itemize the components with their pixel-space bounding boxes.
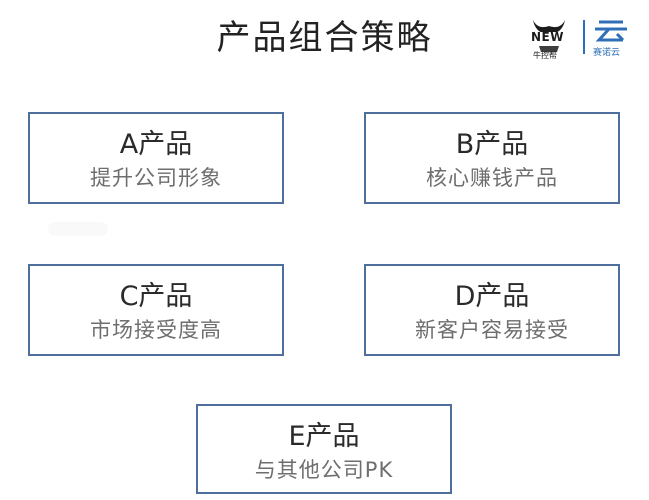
new-logo: NEW 牛控帮 bbox=[527, 14, 571, 60]
background-smudge bbox=[48, 222, 108, 236]
product-subtitle: 新客户容易接受 bbox=[415, 318, 569, 342]
product-box-c: C产品 市场接受度高 bbox=[28, 264, 284, 356]
product-title: A产品 bbox=[119, 129, 193, 160]
bull-horns-logo-icon bbox=[533, 20, 565, 52]
product-subtitle: 提升公司形象 bbox=[90, 166, 222, 190]
page-title: 产品组合策略 bbox=[216, 18, 433, 58]
product-subtitle: 核心赚钱产品 bbox=[426, 166, 558, 190]
product-box-d: D产品 新客户容易接受 bbox=[364, 264, 620, 356]
cloud-logo-text: 赛诺云 bbox=[593, 48, 621, 58]
brand-logo-text: 牛控帮 bbox=[533, 51, 557, 60]
product-title: D产品 bbox=[454, 281, 530, 312]
logo-divider bbox=[583, 20, 585, 54]
brand-logo-area: NEW 牛控帮 赛诺云 bbox=[527, 14, 637, 60]
product-box-b: B产品 核心赚钱产品 bbox=[364, 112, 620, 204]
product-subtitle: 与其他公司PK bbox=[254, 458, 394, 482]
product-subtitle: 市场接受度高 bbox=[90, 318, 222, 342]
product-box-a: A产品 提升公司形象 bbox=[28, 112, 284, 204]
product-title: C产品 bbox=[119, 281, 193, 312]
cloud-logo: 赛诺云 bbox=[589, 14, 637, 60]
cloud-logo-icon bbox=[595, 20, 627, 42]
new-logo-text: NEW bbox=[531, 30, 564, 44]
product-title: B产品 bbox=[455, 129, 529, 160]
product-box-e: E产品 与其他公司PK bbox=[196, 404, 452, 494]
product-title: E产品 bbox=[288, 421, 360, 452]
